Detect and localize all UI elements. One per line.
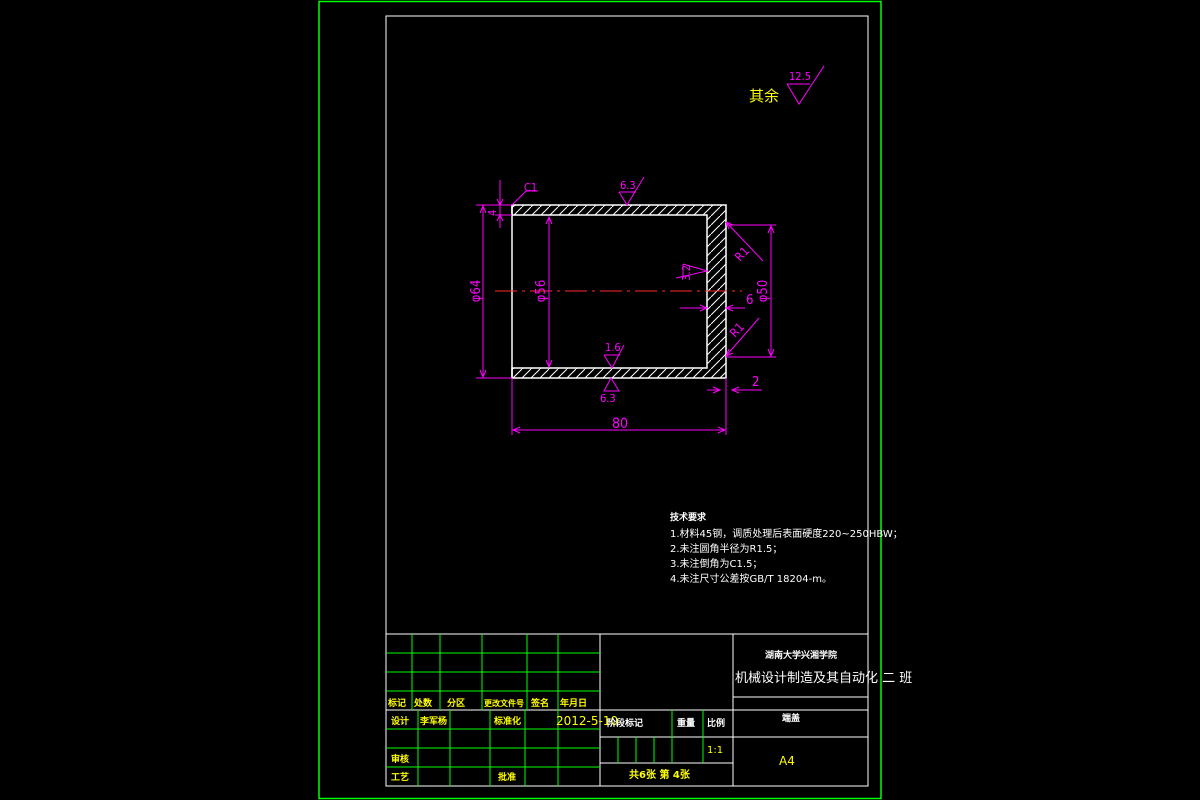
dim-end-diameter: φ50 (756, 280, 771, 303)
sheet-count: 共6张 第 4张 (629, 768, 691, 781)
roughness-top: 6.3 (620, 179, 636, 192)
dim-outer-diameter: φ64 (469, 280, 484, 303)
inner-frame (385, 15, 869, 787)
design-date: 2012-5-10 (556, 714, 618, 728)
tech-notes: 技术要求 1.材料45钢，调质处理后表面硬度220~250HBW； 2.未注圆角… (670, 511, 903, 585)
paper-size: A4 (779, 754, 795, 768)
tech-note-line: 3.未注倒角为C1.5； (670, 557, 762, 570)
standardize-label: 标准化 (493, 715, 521, 727)
roughness-general-label: 其余 (749, 87, 779, 105)
approve-label: 批准 (498, 771, 516, 783)
dim-inner-diameter: φ56 (534, 280, 549, 303)
school-name: 湖南大学兴湘学院 (765, 649, 837, 661)
dim-gap: 2 (752, 375, 759, 390)
stage-label: 阶段标记 (607, 717, 643, 729)
designer-name: 李军杨 (419, 715, 447, 727)
dim-length: 80 (612, 416, 628, 432)
tech-note-line: 2.未注圆角半径为R1.5； (670, 542, 782, 555)
tech-notes-heading: 技术要求 (670, 511, 707, 523)
roughness-general-value: 12.5 (789, 70, 811, 83)
title-block: 标记 处数 分区 更改文件号 签名 年月日 设计 李军杨 标准化 2012-5-… (386, 633, 912, 786)
header-label: 分区 (447, 697, 465, 709)
roughness-general-symbol (786, 65, 825, 105)
dim-radius-top: R1 (732, 244, 752, 264)
roughness-symbols (603, 176, 709, 392)
review-label: 审核 (391, 753, 409, 765)
dimension-lines (476, 180, 776, 435)
design-label: 设计 (391, 715, 409, 727)
tech-note-line: 4.未注尺寸公差按GB/T 18204-m。 (670, 572, 832, 585)
dim-radius-bottom: R1 (727, 320, 747, 340)
header-label: 更改文件号 (484, 698, 524, 708)
dim-top-step: 4 (486, 210, 499, 216)
part-name: 端盖 (782, 712, 800, 724)
title-block-white-lines (386, 633, 868, 786)
header-label: 处数 (413, 697, 433, 709)
tech-note-line: 1.材料45钢，调质处理后表面硬度220~250HBW； (670, 527, 903, 540)
title-block-green-lines (386, 634, 704, 786)
weight-label: 重量 (677, 717, 695, 729)
outer-frame (318, 0, 882, 800)
roughness-outer-bottom: 6.3 (600, 392, 616, 405)
part-section (495, 204, 742, 379)
roughness-inner-bottom: 1.6 (605, 341, 621, 354)
process-label: 工艺 (391, 771, 409, 783)
roughness-bore: 3.2 (680, 265, 693, 281)
dim-end-thickness: 6 (746, 293, 753, 308)
scale-label: 比例 (707, 717, 725, 729)
major-class: 机械设计制造及其自动化 二 班 (735, 671, 912, 686)
roughness-chamfer-note: C1 (524, 181, 537, 194)
scale-value: 1:1 (707, 745, 723, 756)
header-label: 年月日 (560, 697, 587, 709)
header-label: 标记 (387, 697, 406, 709)
header-label: 签名 (530, 697, 549, 709)
